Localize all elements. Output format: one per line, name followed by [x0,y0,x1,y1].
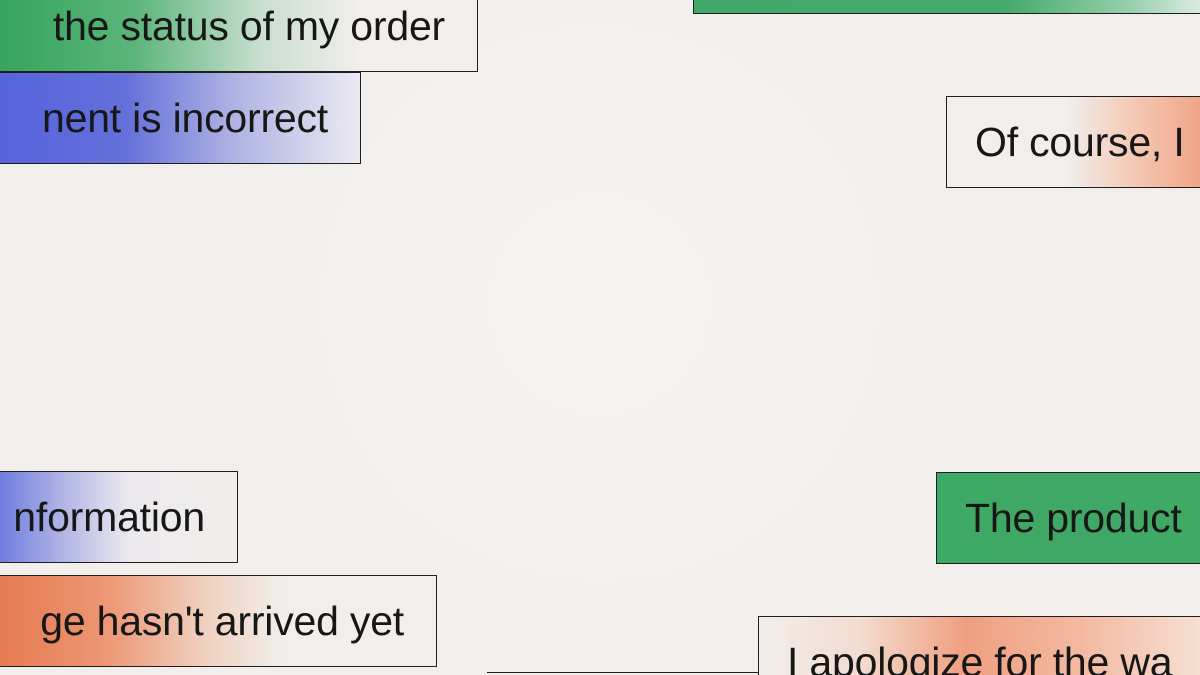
shipment-incorrect-text: nent is incorrect [41,94,328,141]
apologize-text: I apologize for the wa [787,638,1173,675]
package-not-arrived-bubble: ge hasn't arrived yet [0,575,437,667]
order-status-bubble: the status of my order [0,0,478,72]
bottom-divider-line [487,672,759,673]
the-product-text: The product [965,494,1182,541]
package-not-arrived-text: ge hasn't arrived yet [40,597,404,644]
order-status-text: the status of my order [52,2,445,49]
information-bubble: nformation [0,471,238,563]
top-right-bubble [693,0,1200,14]
of-course-text: Of course, I [975,118,1185,165]
of-course-bubble: Of course, I [946,96,1200,188]
apologize-bubble: I apologize for the wa [758,616,1200,675]
shipment-incorrect-bubble: nent is incorrect [0,72,361,164]
information-text: nformation [13,493,205,540]
the-product-bubble: The product [936,472,1200,564]
